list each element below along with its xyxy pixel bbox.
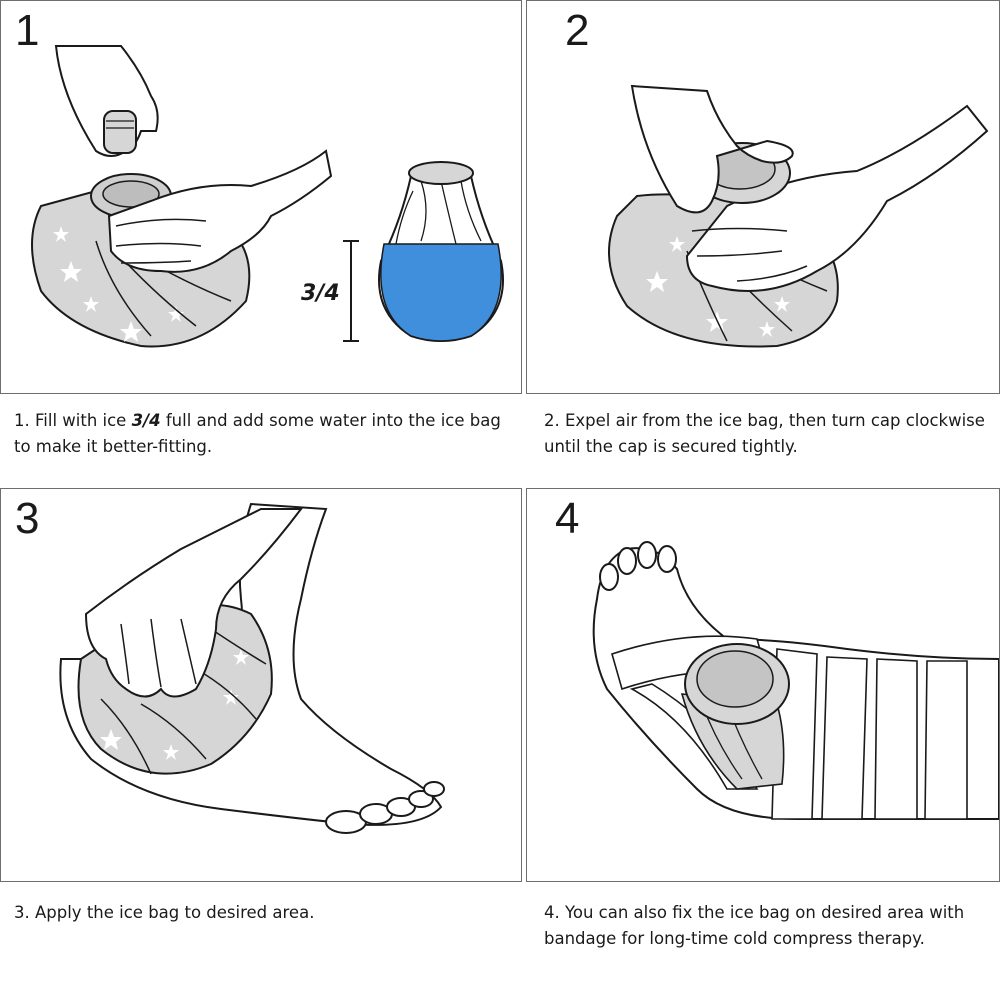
step-3-panel: 3 — [0, 488, 522, 882]
holding-hand — [107, 149, 333, 273]
step-4-panel: 4 — [526, 488, 1000, 882]
step-1-number: 1 — [15, 6, 40, 55]
water-fill — [380, 243, 502, 342]
step-3-number: 3 — [15, 494, 40, 543]
step-2-number: 2 — [565, 6, 590, 55]
pressing-hand — [84, 508, 304, 698]
step-1-illustration — [31, 45, 504, 348]
cap — [103, 110, 137, 154]
step-4-caption: 4. You can also fix the ice bag on desir… — [544, 903, 965, 948]
step-1-caption: 1. Fill with ice 3/4 full and add some w… — [14, 411, 501, 456]
step-2-panel: 2 — [526, 0, 1000, 394]
twisting-hand — [630, 84, 794, 214]
bag-star-pattern — [53, 226, 184, 342]
fill-level-label: 3/4 — [301, 281, 340, 306]
lower-hand — [685, 104, 989, 292]
filled-bag-cap — [408, 161, 474, 185]
step-2-caption: 2. Expel air from the ice bag, then turn… — [544, 411, 985, 456]
step-2-illustration — [608, 84, 989, 348]
toes — [325, 781, 445, 834]
step-3-illustration — [59, 502, 445, 834]
toes — [599, 541, 677, 591]
step-3-caption: 3. Apply the ice bag to desired area. — [14, 903, 315, 922]
fill-level-bracket — [343, 240, 359, 342]
fill-fraction-emphasis: 3/4 — [131, 411, 161, 430]
step-1-panel: 1 — [0, 0, 522, 394]
step-4-illustration — [592, 541, 999, 820]
step-4-number: 4 — [555, 494, 580, 543]
